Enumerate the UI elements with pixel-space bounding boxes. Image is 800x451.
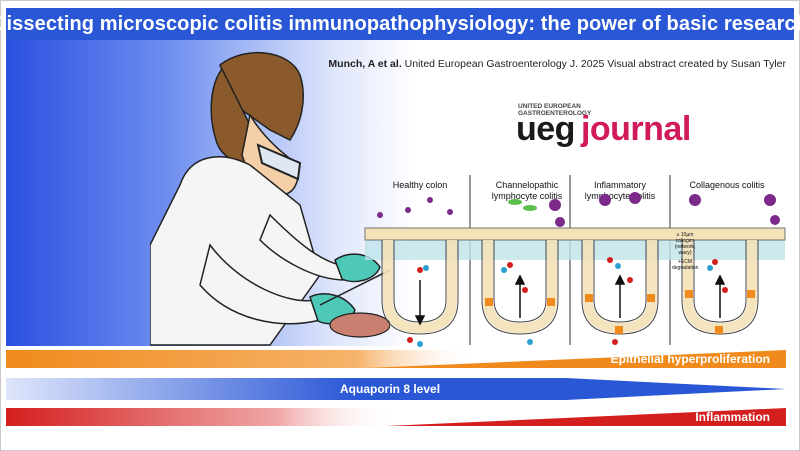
panel-label-healthy: Healthy colon: [392, 180, 448, 190]
bar-label-inflammation: Inflammation: [695, 410, 770, 424]
panel-label-inflammatory: Inflammatory lymphocyte colitis: [584, 180, 656, 201]
logo-word-journal: journal: [580, 110, 691, 148]
scientist-illustration: [150, 52, 390, 346]
collagen-note: ≥ 10µm collagen (network, wavy) +ECM deg…: [672, 232, 698, 271]
logo-subtitle: UNITED EUROPEAN GASTROENTEROLOGY: [518, 103, 591, 117]
inflammation-bar: [6, 408, 786, 426]
bar-label-aquaporin: Aquaporin 8 level: [340, 382, 441, 396]
citation-text: United European Gastroenterology J. 2025…: [404, 58, 786, 70]
logo-subtitle-line2: GASTROENTEROLOGY: [518, 110, 592, 117]
title-banner: Dissecting microscopic colitis immunopat…: [0, 8, 800, 40]
panel-label-channelopathic: Channelopathic lymphocyte colitis: [491, 180, 563, 201]
epithelium-top: [364, 227, 786, 241]
aquaporin-8-bar: [6, 378, 786, 400]
logo-word-ueg: ueg: [516, 110, 575, 148]
crypt-diagram: [364, 175, 786, 347]
collagen-note-line2: +ECM degradation: [672, 259, 699, 271]
lamina-propria-band: [365, 238, 785, 260]
panel-label-collagenous: Collagenous colitis: [689, 180, 765, 190]
collagen-note-line1: ≥ 10µm collagen (network, wavy): [674, 232, 696, 256]
logo-subtitle-line1: UNITED EUROPEAN: [518, 103, 581, 110]
page-title: Dissecting microscopic colitis immunopat…: [0, 12, 800, 35]
bar-label-epithelial: Epithelial hyperproliferation: [610, 352, 770, 366]
citation-author: Munch, A et al.: [328, 58, 402, 70]
citation: Munch, A et al. United European Gastroen…: [328, 58, 786, 70]
epithelial-hyperproliferation-bar: [6, 350, 786, 368]
